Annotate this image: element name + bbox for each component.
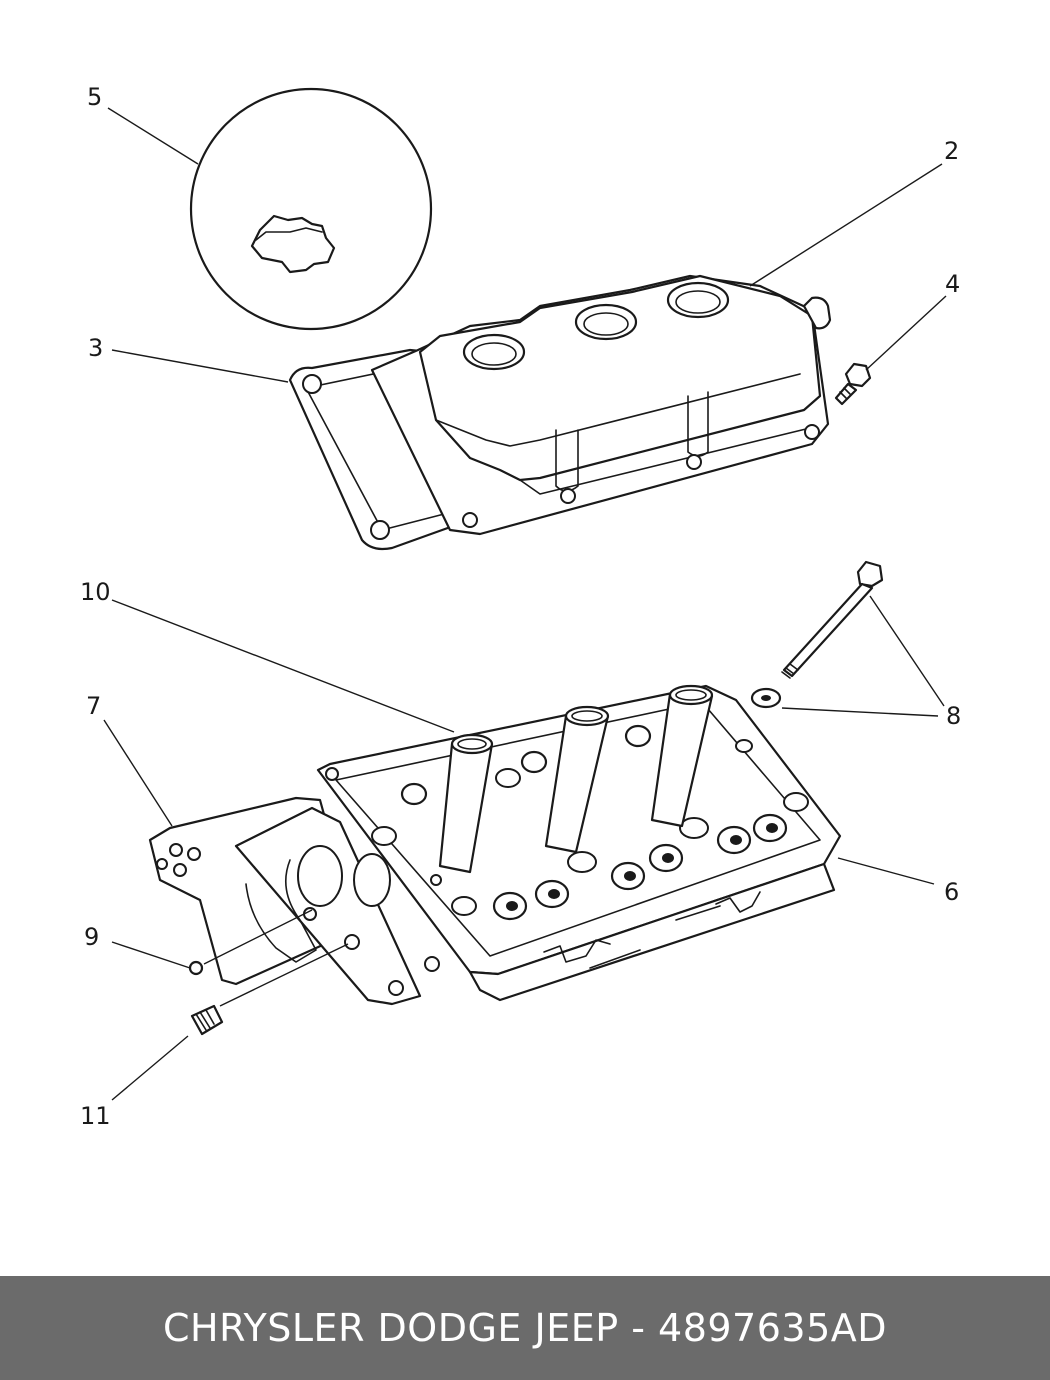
valve-spring-row [492,813,788,921]
callout-9: 9 [84,923,99,951]
callout-3: 3 [88,334,103,362]
spark-plug-tubes [438,684,714,874]
callout-10: 10 [80,578,111,606]
callout-5: 5 [87,83,102,111]
callout-8: 8 [946,702,961,730]
leader-lines [103,107,947,1101]
cylinder-head [234,684,842,1006]
footer-part-number: CHRYSLER DODGE JEEP - 4897635AD [162,1306,888,1350]
callout-7: 7 [86,692,101,720]
footer-banner: CHRYSLER DODGE JEEP - 4897635AD [0,1276,1050,1380]
callout-2: 2 [944,137,959,165]
callout-labels: 2 3 4 5 6 7 8 9 10 11 [80,83,961,1130]
cover-bolt [834,362,872,406]
parts-diagram: 2 3 4 5 6 7 8 9 10 11 [80,83,961,1130]
oil-filler-cap-detail [189,87,433,331]
callout-11: 11 [80,1102,111,1130]
callout-6: 6 [944,878,959,906]
threaded-plug [190,943,349,1036]
head-bolt-and-washer [750,560,884,709]
valve-cover [370,274,832,536]
callout-4: 4 [945,270,960,298]
